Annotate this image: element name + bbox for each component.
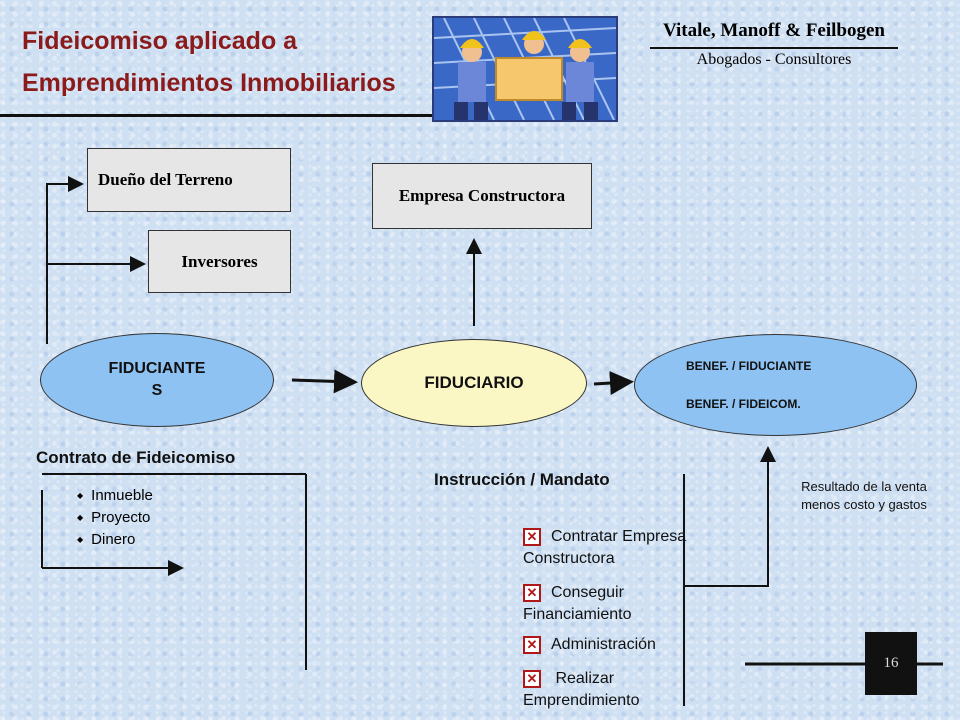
- benef-line-2: BENEF. / FIDEICOM.: [686, 397, 801, 411]
- box-constructora-label: Empresa Constructora: [398, 186, 566, 205]
- contrato-heading: Contrato de Fideicomiso: [36, 448, 236, 467]
- list-item: Dinero: [77, 529, 153, 551]
- list-item: Proyecto: [77, 507, 153, 529]
- firm-name: Vitale, Manoff & Feilbogen: [663, 20, 885, 41]
- resultado-note: Resultado de la venta menos costo y gast…: [779, 478, 949, 514]
- resultado-line-1: Resultado de la venta: [801, 479, 927, 494]
- ellipse-beneficiarios: BENEF. / FIDUCIANTE BENEF. / FIDEICOM.: [634, 334, 917, 436]
- instruccion-item: ✕ Administración: [523, 634, 656, 656]
- firm-subtitle: Abogados - Consultores: [696, 51, 852, 68]
- instruccion-item-line1: Conseguir: [551, 584, 624, 601]
- box-inversores-label: Inversores: [181, 251, 258, 271]
- box-empresa-constructora: Empresa Constructora: [372, 163, 592, 229]
- construction-workers-clipart: [432, 16, 618, 122]
- ellipse-fiduciantes: FIDUCIANTE S: [40, 333, 274, 427]
- page-number-badge: 16: [865, 632, 917, 695]
- instruccion-item: ✕ Conseguir Financiamiento: [523, 582, 632, 626]
- benef-line-1: BENEF. / FIDUCIANTE: [686, 359, 812, 373]
- x-checkbox-icon: ✕: [523, 635, 541, 654]
- instruccion-item-line1: Contratar Empresa: [551, 528, 687, 545]
- firm-divider: [650, 47, 898, 49]
- instruccion-item-line1: Administración: [551, 636, 656, 653]
- instruccion-item: ✕ Realizar Emprendimiento: [523, 668, 640, 712]
- fiduciario-label: FIDUCIARIO: [424, 373, 524, 392]
- fiduciantes-line-1: FIDUCIANTE: [108, 360, 206, 377]
- box-dueno-label: Dueño del Terreno: [98, 170, 233, 189]
- resultado-line-2: menos costo y gastos: [801, 497, 927, 512]
- box-dueno-del-terreno: Dueño del Terreno: [87, 148, 291, 212]
- x-checkbox-icon: ✕: [523, 669, 541, 688]
- contrato-list: Inmueble Proyecto Dinero: [77, 485, 153, 551]
- instruccion-item-line2: Emprendimiento: [523, 692, 640, 709]
- instruccion-item: ✕ Contratar Empresa Constructora: [523, 526, 686, 570]
- box-inversores: Inversores: [148, 230, 291, 293]
- list-item: Inmueble: [77, 485, 153, 507]
- fiduciantes-line-2: S: [151, 382, 163, 399]
- instruccion-item-line1: Realizar: [551, 670, 615, 687]
- page-number: 16: [883, 655, 899, 671]
- instruccion-item-line2: Constructora: [523, 550, 615, 567]
- title-line-2: Emprendimientos Inmobiliarios: [22, 69, 396, 97]
- title-line-1: Fideicomiso aplicado a: [22, 27, 298, 55]
- x-checkbox-icon: ✕: [523, 527, 541, 546]
- header-underline: [0, 114, 580, 117]
- instruccion-item-line2: Financiamiento: [523, 606, 632, 623]
- ellipse-fiduciario: FIDUCIARIO: [361, 339, 587, 427]
- x-checkbox-icon: ✕: [523, 583, 541, 602]
- instruccion-heading: Instrucción / Mandato: [434, 470, 610, 489]
